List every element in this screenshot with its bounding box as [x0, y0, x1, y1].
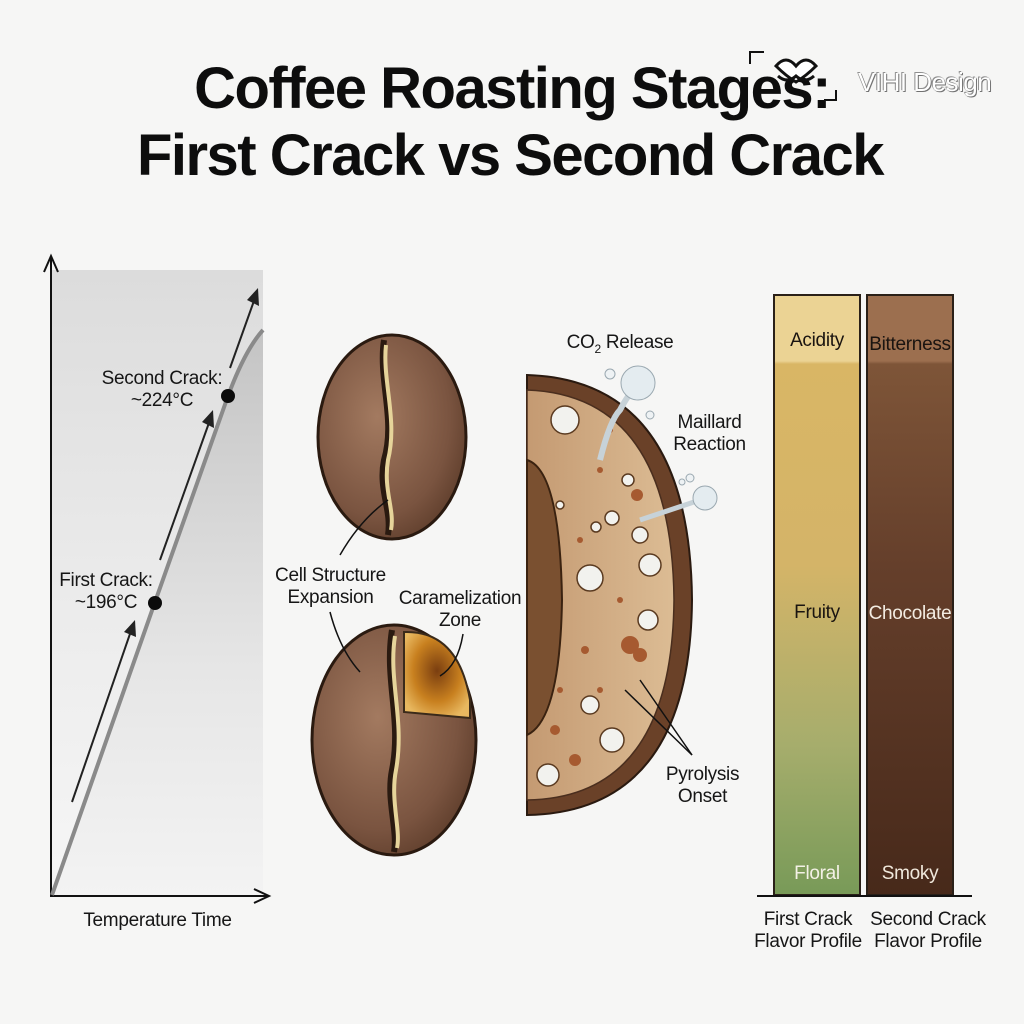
page-title-line2: First Crack vs Second Crack — [136, 123, 885, 188]
watermark: VIHI Design — [748, 50, 1024, 102]
first-crack-label: First Crack: ~196°C — [46, 570, 166, 614]
co2-release-label: CO2 Release — [566, 332, 674, 356]
pyrolysis-onset-label: Pyrolysis Onset — [665, 764, 740, 807]
watermark-logo-icon — [749, 51, 837, 101]
second-flavor-top: Bitterness — [869, 334, 951, 355]
first-crack-flavor-caption: First Crack Flavor Profile — [754, 909, 862, 952]
second-flavor-middle: Chocolate — [868, 603, 952, 624]
first-flavor-bottom: Floral — [794, 863, 840, 884]
second-crack-label: Second Crack: ~224°C — [92, 368, 232, 412]
x-axis-label: Temperature Time — [83, 910, 232, 931]
first-crack-temp: ~196°C — [74, 592, 138, 613]
page-title-line1: Coffee Roasting Stages: — [194, 56, 831, 121]
second-flavor-bottom: Smoky — [881, 863, 939, 884]
watermark-text: VIHI Design — [858, 67, 992, 97]
second-crack-flavor-caption: Second Crack Flavor Profile — [870, 909, 986, 952]
maillard-reaction-label: Maillard Reaction — [673, 412, 746, 455]
second-crack-temp: ~224°C — [130, 390, 194, 411]
cell-structure-label: Cell Structure Expansion — [275, 565, 386, 608]
first-flavor-top: Acidity — [790, 330, 844, 351]
first-flavor-middle: Fruity — [794, 602, 840, 623]
caramelization-label: Caramelization Zone — [398, 588, 522, 631]
